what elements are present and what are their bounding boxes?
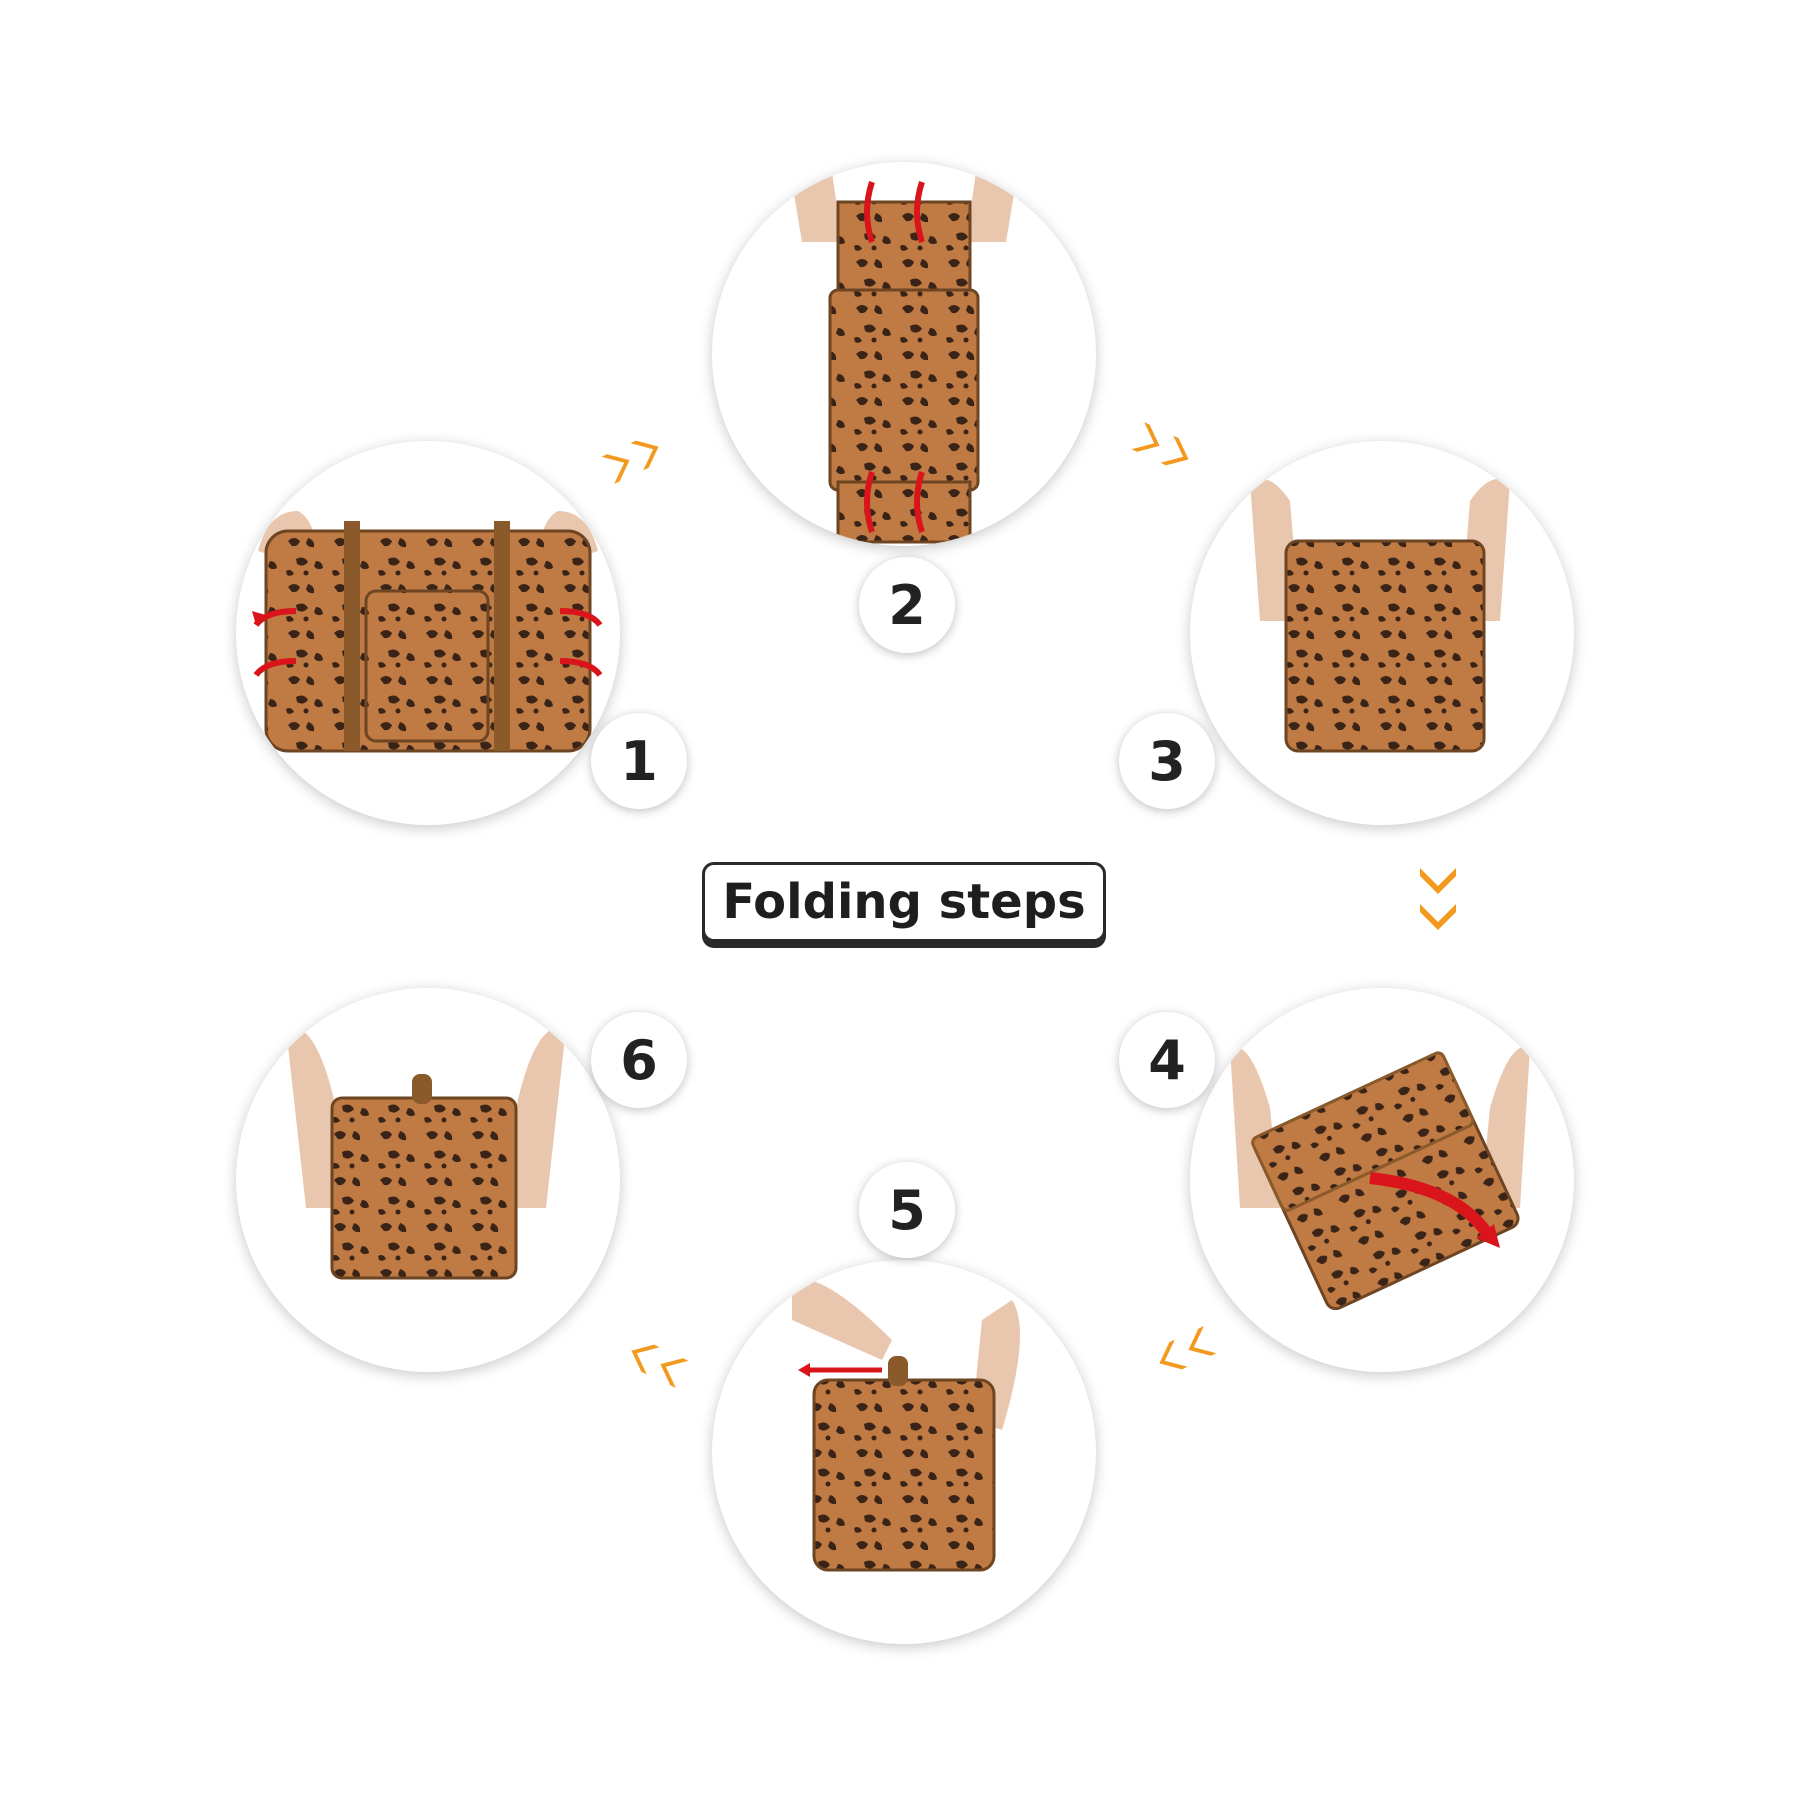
step-3-number: 3 [1119,713,1215,809]
step-4-image [1190,988,1574,1372]
duffel-bag-icon [252,511,603,753]
step-6-image [236,988,620,1372]
step-2-number: 2 [859,557,955,653]
step-5-image [712,1260,1096,1644]
step-3-image [1190,441,1574,825]
step-5-number: 5 [859,1162,955,1258]
step-1-image [236,441,620,825]
step-1-number: 1 [591,713,687,809]
folded-pouch-icon [286,1027,566,1280]
step-6-number: 6 [591,1012,687,1108]
page-title: Folding steps [702,862,1106,942]
chevron-arrow-4-to-5-icon [1159,1326,1217,1370]
chevron-arrow-3-to-4-icon [1420,868,1456,930]
bag-pulled-icon [792,164,1016,544]
step-2-image [712,162,1096,546]
bag-fold-pocket-icon [1230,1046,1530,1311]
pouch-zipping-icon [792,1278,1020,1572]
step-4-number: 4 [1119,1012,1215,1108]
chevron-arrow-1-to-2-icon [601,440,659,484]
chevron-arrow-5-to-6-icon [631,1344,689,1388]
chevron-arrow-2-to-3-icon [1131,422,1189,466]
bag-square-icon [1250,478,1510,753]
